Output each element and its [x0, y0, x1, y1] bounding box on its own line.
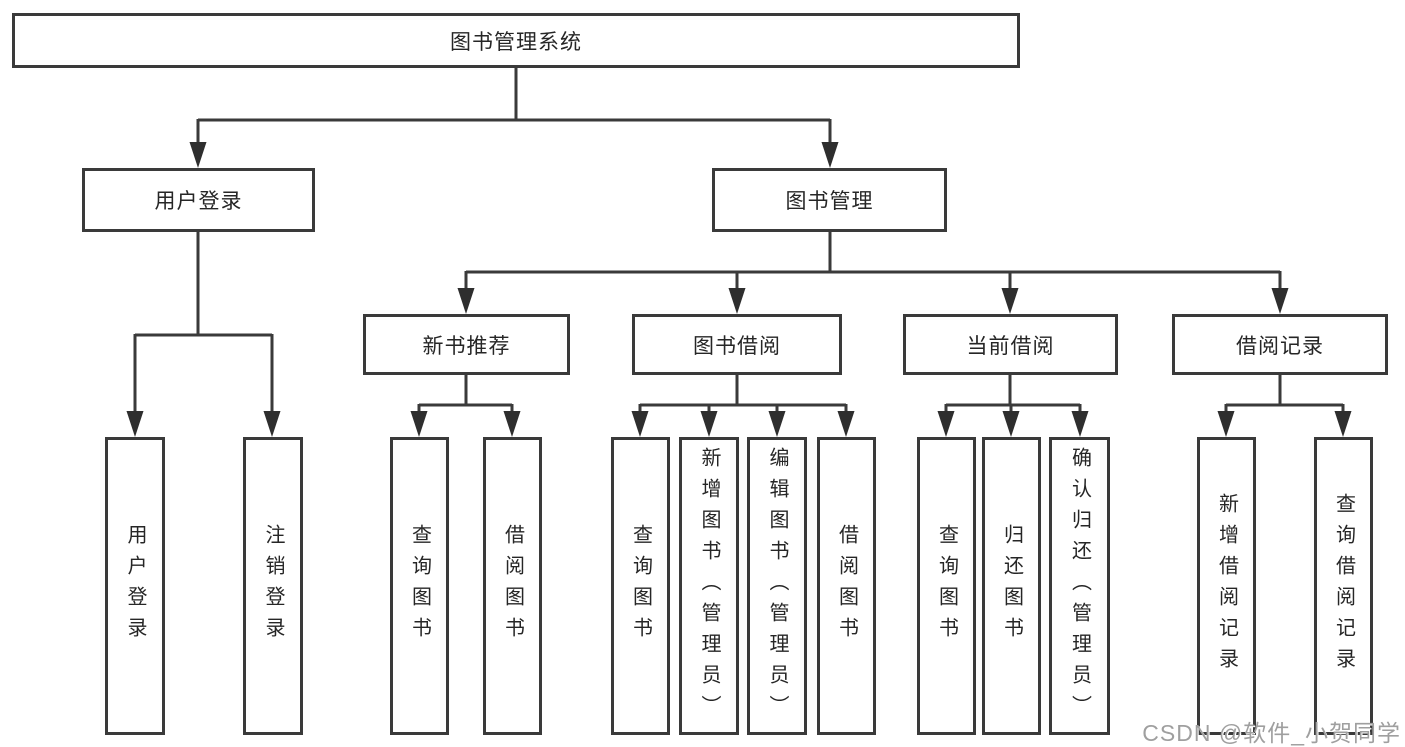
leaf-query-books-current-label: 查询图书	[935, 524, 958, 648]
leaf-confirm-return-admin-label: 确认归还（管理员）	[1068, 446, 1091, 726]
leaf-edit-book-admin-label: 编辑图书（管理员）	[766, 446, 788, 726]
leaf-user-login: 用户登录	[105, 437, 165, 735]
leaf-return-books-label: 归还图书	[1000, 524, 1023, 648]
leaf-query-books-recommend: 查询图书	[390, 437, 449, 735]
node-user-login-label: 用户登录	[154, 190, 243, 213]
leaf-query-books-borrow: 查询图书	[611, 437, 670, 735]
node-new-book-recommend: 新书推荐	[363, 314, 570, 375]
leaf-user-login-label: 用户登录	[124, 524, 146, 648]
leaf-query-books-recommend-label: 查询图书	[408, 524, 431, 648]
connector-book-mgmt-to-level3	[457, 232, 1289, 314]
leaf-add-book-admin-label: 新增图书（管理员）	[698, 446, 720, 726]
leaf-query-borrow-record-label: 查询借阅记录	[1332, 493, 1355, 679]
leaf-confirm-return-admin: 确认归还（管理员）	[1049, 437, 1110, 735]
csdn-watermark: CSDN @软件_小贺同学	[1142, 720, 1401, 746]
connector-user-login-to-leaves	[126, 232, 281, 437]
connector-borrow-to-leaves	[631, 375, 855, 437]
leaf-borrow-books: 借阅图书	[817, 437, 876, 735]
leaf-query-borrow-record: 查询借阅记录	[1314, 437, 1373, 735]
node-book-borrow-label: 图书借阅	[693, 334, 781, 358]
connector-root-to-level2	[189, 68, 839, 168]
node-borrow-records: 借阅记录	[1172, 314, 1388, 375]
connector-records-to-leaves	[1217, 375, 1352, 437]
leaf-logout-label: 注销登录	[262, 524, 284, 648]
leaf-query-books-current: 查询图书	[917, 437, 976, 735]
node-current-borrow-label: 当前借阅	[966, 334, 1055, 358]
leaf-add-borrow-record: 新增借阅记录	[1197, 437, 1256, 735]
leaf-borrow-books-recommend: 借阅图书	[483, 437, 542, 735]
node-current-borrow: 当前借阅	[903, 314, 1118, 375]
leaf-add-borrow-record-label: 新增借阅记录	[1215, 493, 1238, 679]
node-root-system: 图书管理系统	[12, 13, 1020, 68]
leaf-borrow-books-label: 借阅图书	[835, 524, 858, 648]
node-user-login: 用户登录	[82, 168, 315, 232]
leaf-query-books-borrow-label: 查询图书	[629, 524, 652, 648]
node-borrow-records-label: 借阅记录	[1236, 334, 1324, 358]
connector-new-book-to-leaves	[410, 375, 521, 437]
leaf-return-books: 归还图书	[982, 437, 1041, 735]
node-root-label: 图书管理系统	[450, 30, 582, 54]
leaf-logout: 注销登录	[243, 437, 303, 735]
leaf-add-book-admin: 新增图书（管理员）	[679, 437, 739, 735]
node-book-management-label: 图书管理	[785, 190, 874, 213]
node-book-management: 图书管理	[712, 168, 947, 232]
node-book-borrow: 图书借阅	[632, 314, 842, 375]
node-new-book-recommend-label: 新书推荐	[422, 334, 511, 358]
leaf-edit-book-admin: 编辑图书（管理员）	[747, 437, 807, 735]
leaf-borrow-books-recommend-label: 借阅图书	[501, 524, 524, 648]
connector-current-to-leaves	[937, 375, 1089, 437]
